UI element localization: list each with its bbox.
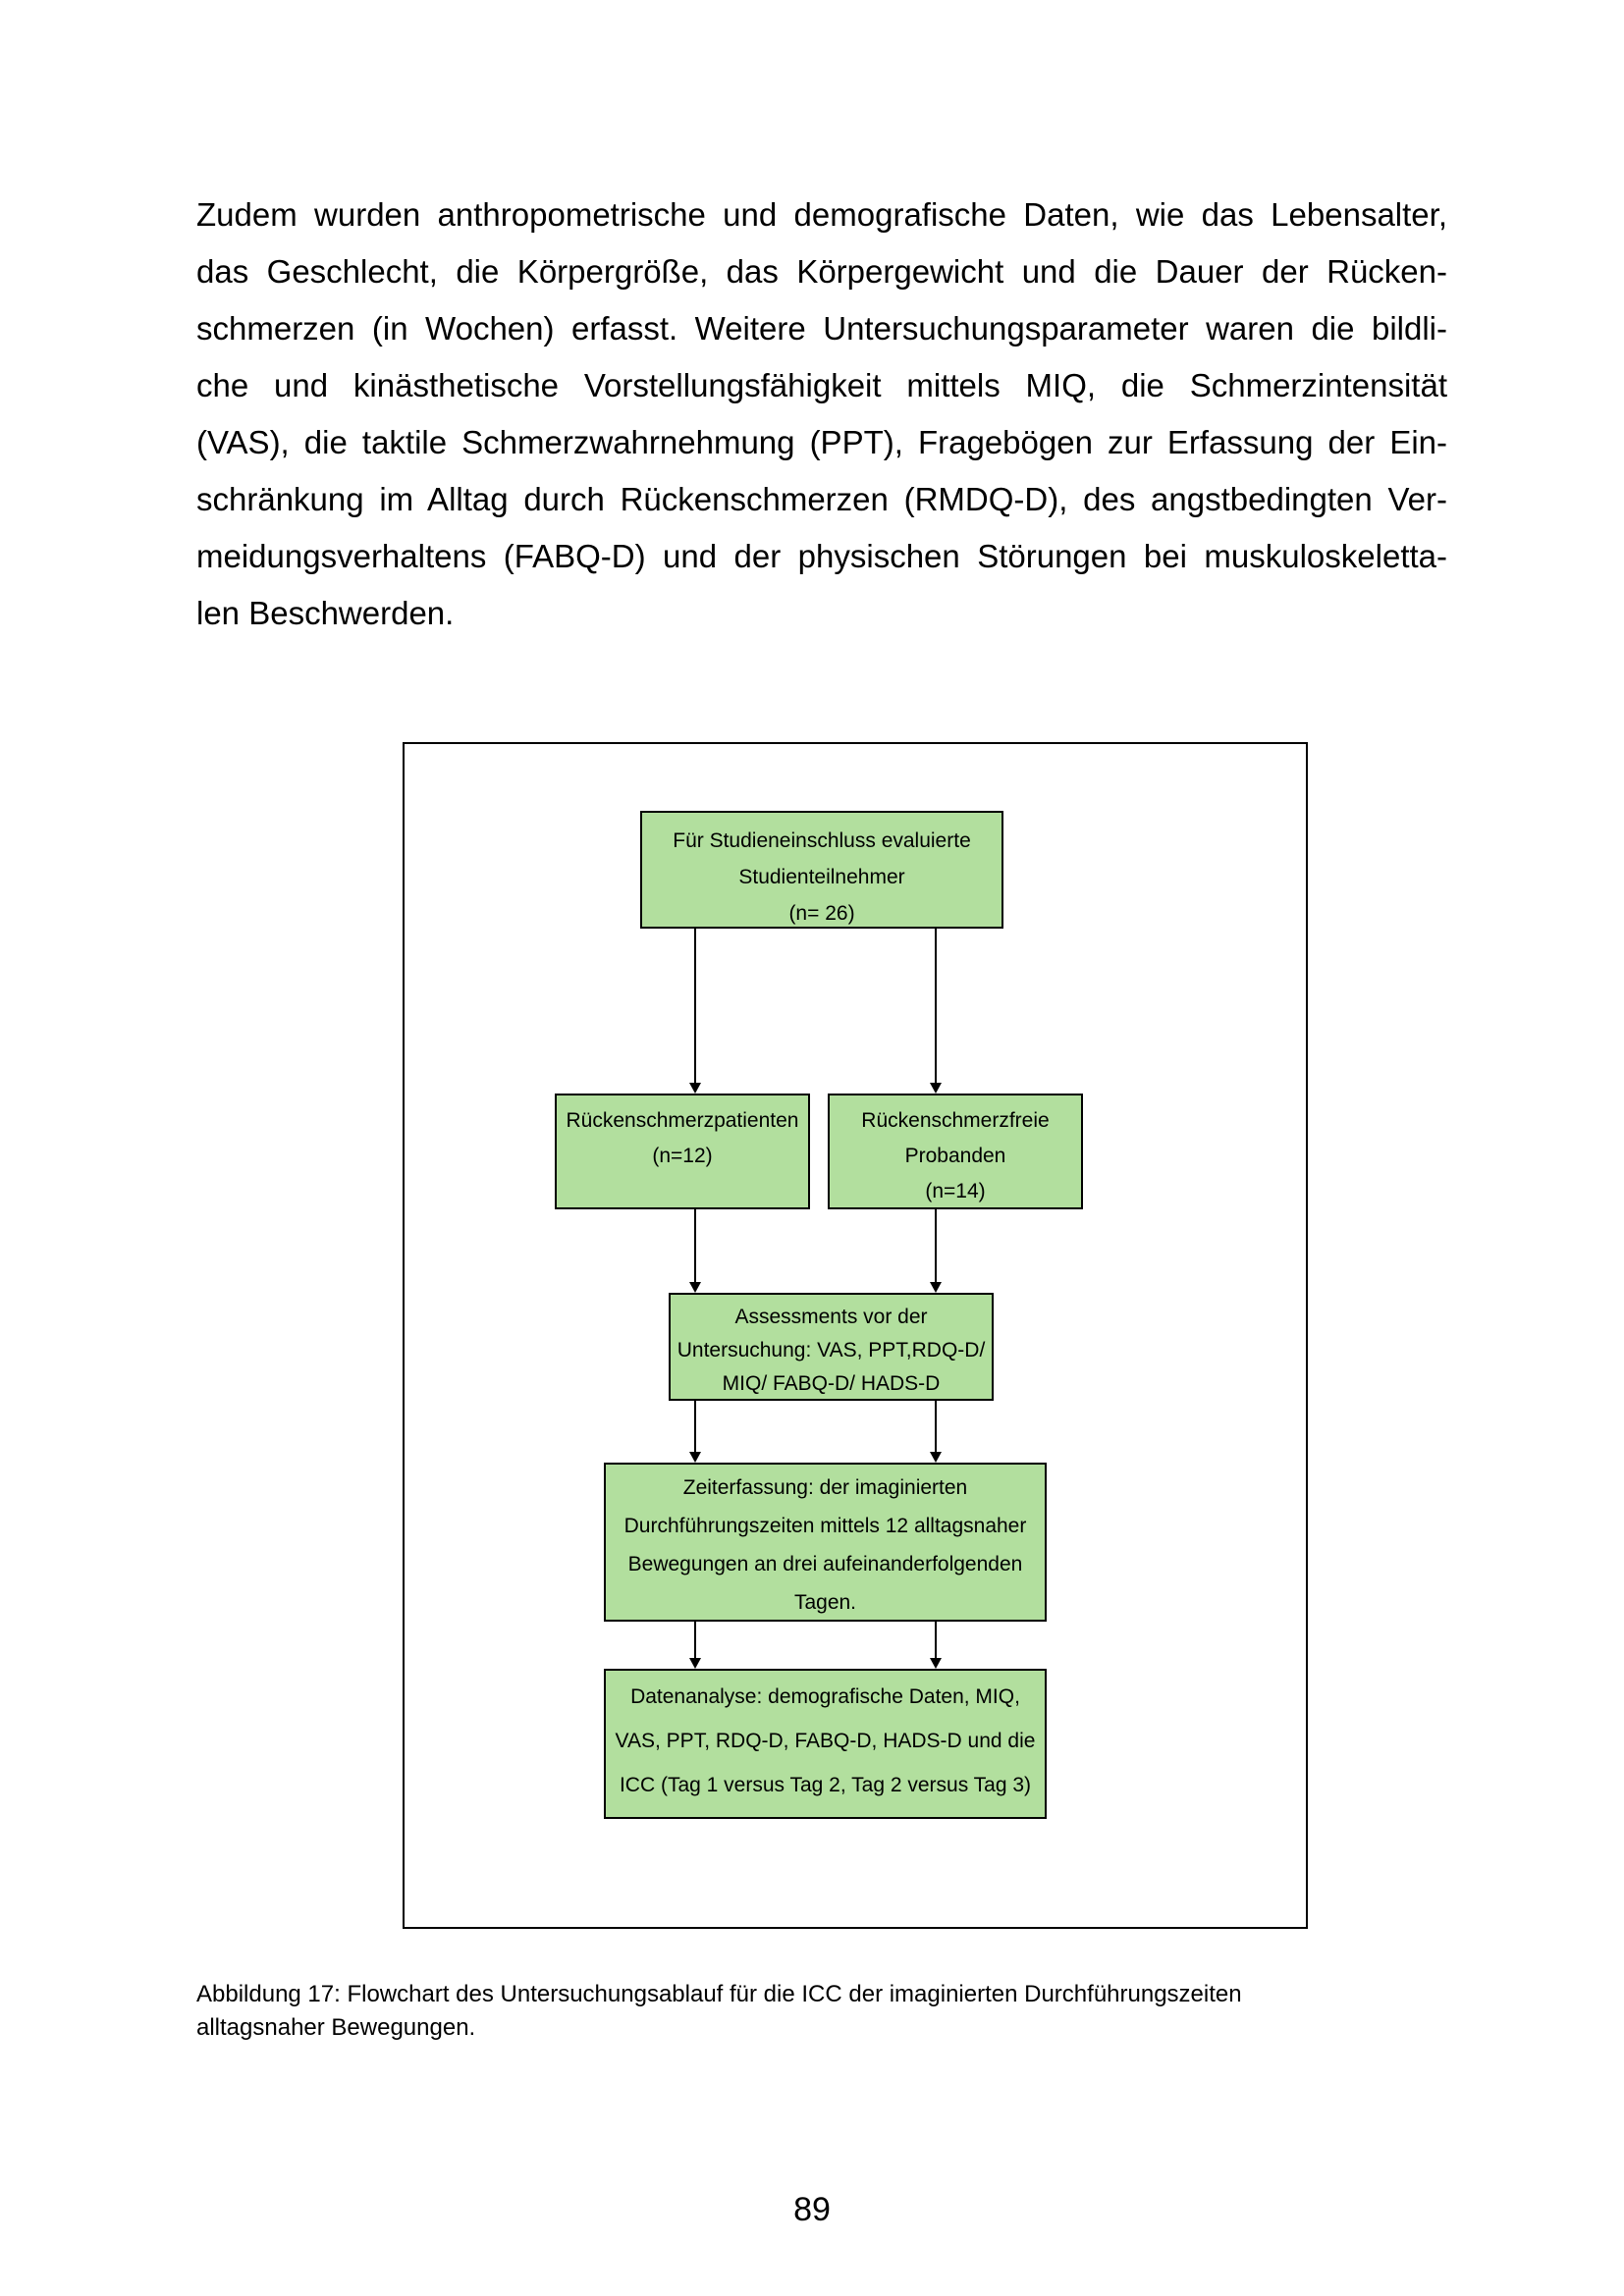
arrow-shaft <box>694 1622 696 1660</box>
arrow-shaft <box>694 1401 696 1454</box>
flowchart-figure-frame: Für Studieneinschluss evaluierte Studien… <box>403 742 1308 1929</box>
box-datenanalyse: Datenanalyse: demografische Daten, MIQ, … <box>604 1669 1047 1819</box>
caption-line: Abbildung 17: Flowchart des Untersuchung… <box>196 1981 1242 2007</box>
box-assessments: Assessments vor der Untersuchung: VAS, P… <box>669 1293 994 1401</box>
down-arrow <box>930 1401 942 1463</box>
arrow-shaft <box>935 929 937 1085</box>
paragraph-line: schränkung im Alltag durch Rückenschmerz… <box>196 481 1447 517</box>
arrow-shaft <box>935 1401 937 1454</box>
arrow-head <box>689 1658 701 1669</box>
arrow-head <box>930 1452 942 1463</box>
paragraph-line: Zudem wurden anthropometrische und demog… <box>196 196 1447 233</box>
arrow-shaft <box>694 1209 696 1284</box>
box-text-line: Assessments vor der <box>734 1306 928 1328</box>
box-text-line: Durchführungszeiten mittels 12 alltagsna… <box>623 1515 1027 1537</box>
arrow-head <box>689 1282 701 1293</box>
box-text-line: ICC (Tag 1 versus Tag 2, Tag 2 versus Ta… <box>619 1774 1032 1796</box>
box-text-line: (n=14) <box>925 1180 986 1202</box>
down-arrow <box>930 1209 942 1293</box>
caption-line: alltagsnaher Bewegungen. <box>196 2014 476 2041</box>
box-text-line: Probanden <box>904 1145 1006 1167</box>
paragraph-line: das Geschlecht, die Körpergröße, das Kör… <box>196 253 1447 290</box>
box-text-line: Bewegungen an drei aufeinanderfolgenden <box>627 1553 1023 1575</box>
box-text-line: (n=12) <box>652 1145 713 1167</box>
paragraph-line: schmerzen (in Wochen) erfasst. Weitere U… <box>196 310 1447 347</box>
figure-caption: Abbildung 17: Flowchart des Untersuchung… <box>196 1978 1453 2045</box>
paragraph-line: che und kinästhetische Vorstellungsfähig… <box>196 367 1447 403</box>
box-text-line: Zeiterfassung: der imaginierten <box>682 1476 968 1499</box>
arrow-shaft <box>694 929 696 1085</box>
paragraph-line: meidungsverhaltens (FABQ-D) und der phys… <box>196 538 1447 574</box>
arrow-head <box>689 1452 701 1463</box>
down-arrow <box>689 1401 701 1463</box>
box-rueckenschmerzpatienten: Rückenschmerzpatienten (n=12) <box>555 1094 810 1209</box>
box-text-line: (n= 26) <box>788 902 855 925</box>
arrow-head <box>930 1083 942 1094</box>
box-rueckenschmerzfreie: Rückenschmerzfreie Probanden (n=14) <box>828 1094 1083 1209</box>
paragraph-line: (VAS), die taktile Schmerzwahrnehmung (P… <box>196 424 1447 460</box>
box-text-line: Rückenschmerzpatienten <box>566 1109 799 1132</box>
box-text-line: VAS, PPT, RDQ-D, FABQ-D, HADS-D und die <box>615 1730 1036 1752</box>
box-text-line: MIQ/ FABQ-D/ HADS-D <box>722 1372 941 1395</box>
box-zeiterfassung: Zeiterfassung: der imaginierten Durchfüh… <box>604 1463 1047 1622</box>
box-text-line: Rückenschmerzfreie <box>861 1109 1050 1132</box>
down-arrow <box>689 929 701 1094</box>
box-text-line: Für Studieneinschluss evaluierte <box>673 829 971 852</box>
box-text-line: Tagen. <box>793 1591 857 1614</box>
page-number: 89 <box>793 2191 831 2228</box>
arrow-shaft <box>935 1622 937 1660</box>
box-studieneinschluss: Für Studieneinschluss evaluierte Studien… <box>640 811 1003 929</box>
down-arrow <box>689 1209 701 1293</box>
paragraph-line: len Beschwerden. <box>196 595 455 631</box>
arrow-head <box>930 1658 942 1669</box>
down-arrow <box>930 1622 942 1669</box>
box-text-line: Datenanalyse: demografische Daten, MIQ, <box>630 1685 1020 1708</box>
down-arrow <box>689 1622 701 1669</box>
box-text-line: Studienteilnehmer <box>738 866 905 888</box>
arrow-shaft <box>935 1209 937 1284</box>
arrow-head <box>689 1083 701 1094</box>
body-paragraph: Zudem wurden anthropometrische und demog… <box>196 187 1447 642</box>
box-text-line: Untersuchung: VAS, PPT,RDQ-D/ <box>677 1339 986 1362</box>
arrow-head <box>930 1282 942 1293</box>
down-arrow <box>930 929 942 1094</box>
